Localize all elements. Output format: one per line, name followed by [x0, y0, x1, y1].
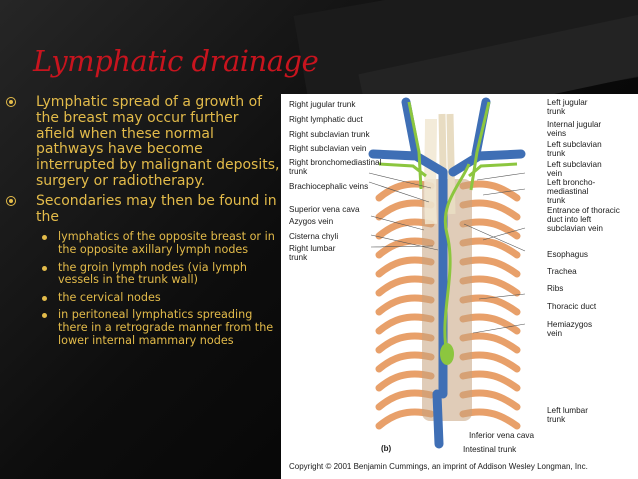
label-left-bronchomediastinal-trunk: Left broncho-mediastinal trunk	[547, 178, 596, 205]
sub-bullet-item: lymphatics of the opposite breast or in …	[4, 231, 280, 256]
leader-lines	[368, 172, 526, 334]
sub-bullet-item: the groin lymph nodes (via lymph vessels…	[4, 260, 280, 287]
dot-bullet-icon	[42, 265, 47, 271]
copyright-notice: Copyright © 2001 Benjamin Cummings, an i…	[289, 462, 588, 471]
label-left-lumbar-trunk: Left lumbar trunk	[547, 406, 588, 424]
sub-bullet-text: the groin lymph nodes (via lymph vessels…	[58, 260, 247, 287]
sub-bullet-text: in peritoneal lymphatics spreading there…	[58, 308, 274, 347]
label-intestinal-trunk: Intestinal trunk	[463, 445, 517, 454]
sub-bullet-list: lymphatics of the opposite breast or in …	[4, 231, 280, 347]
label-ribs: Ribs	[547, 284, 564, 293]
lymph-vessels-illustration	[378, 101, 518, 355]
esophagus-illustration	[424, 118, 437, 225]
sub-bullet-text: the cervical nodes	[58, 290, 161, 304]
bullet-text: Lymphatic spread of a growth of the brea…	[36, 94, 280, 189]
lymphatic-anatomy-figure: Right jugular trunk Right lymphatic duct…	[281, 94, 638, 479]
label-right-subclavian-vein: Right subclavian vein	[289, 144, 367, 153]
target-bullet-icon	[6, 97, 16, 107]
bullet-list: Lymphatic spread of a growth of the brea…	[4, 94, 280, 347]
label-azygos-vein: Azygos vein	[289, 217, 334, 226]
label-left-subclavian-trunk: Left subclavian trunk	[547, 140, 602, 158]
panel-label: (b)	[381, 444, 392, 453]
label-right-bronchomediastinal-trunk: Right bronchomediastinal trunk	[289, 158, 382, 176]
cisterna-chyli-illustration	[440, 343, 454, 365]
label-inferior-vena-cava: Inferior vena cava	[469, 431, 535, 440]
sub-bullet-item: the cervical nodes	[4, 290, 280, 305]
label-trachea: Trachea	[547, 267, 577, 276]
bullet-item: Secondaries may then be found in the	[4, 192, 280, 226]
label-internal-jugular-veins: Internal jugular veins	[547, 120, 602, 138]
dot-bullet-icon	[42, 235, 47, 241]
label-superior-vena-cava: Superior vena cava	[289, 205, 360, 214]
veins-illustration	[368, 97, 526, 449]
thoracic-duct-illustration	[368, 97, 526, 449]
label-thoracic-duct: Thoracic duct	[547, 302, 597, 311]
label-right-lumbar-trunk: Right lumbar trunk	[289, 244, 336, 262]
sub-bullet-item: in peritoneal lymphatics spreading there…	[4, 309, 280, 347]
sub-bullet-text: lymphatics of the opposite breast or in …	[58, 230, 275, 256]
dot-bullet-icon	[42, 313, 47, 319]
label-right-lymphatic-duct: Right lymphatic duct	[289, 115, 363, 124]
bullet-item: Lymphatic spread of a growth of the brea…	[4, 94, 280, 190]
label-entrance-of-thoracic-duct: Entrance of thoracic duct into left subc…	[547, 206, 620, 233]
label-esophagus: Esophagus	[547, 250, 588, 259]
slide-title: Lymphatic drainage	[33, 44, 319, 78]
label-left-jugular-trunk: Left jugular trunk	[547, 98, 588, 116]
label-hemiazygos-vein: Hemiazygos vein	[547, 320, 593, 338]
label-cisterna-chyli: Cisterna chyli	[289, 232, 339, 241]
target-bullet-icon	[6, 195, 16, 206]
label-right-subclavian-trunk: Right subclavian trunk	[289, 130, 370, 139]
label-brachiocephalic-veins: Brachiocephalic veins	[289, 182, 369, 191]
label-right-jugular-trunk: Right jugular trunk	[289, 100, 356, 109]
bullet-text: Secondaries may then be found in the	[36, 192, 277, 225]
dot-bullet-icon	[42, 295, 47, 301]
label-left-subclavian-vein: Left subclavian vein	[547, 160, 602, 178]
